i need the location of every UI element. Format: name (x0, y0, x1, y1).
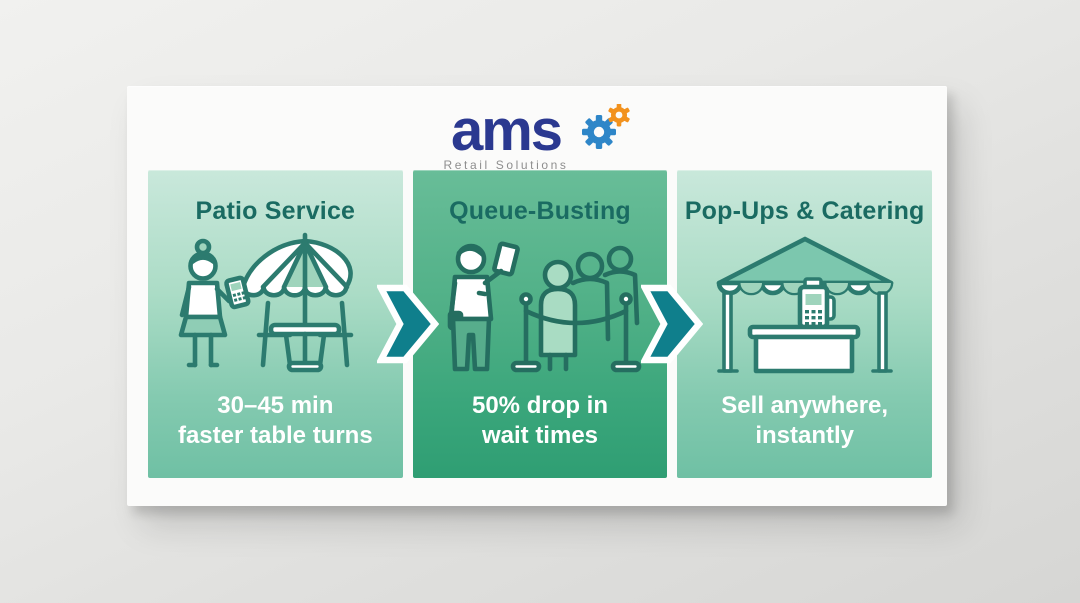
chevron-right-arrow-icon (377, 284, 439, 364)
popup-tent-pos-terminal-icon (716, 236, 893, 374)
chevron-right-arrow-icon (641, 284, 703, 364)
panel-patio-service: Patio Service (148, 170, 403, 478)
panel-queue-busting: Queue-Busting (412, 170, 668, 478)
panel-caption: Sell anywhere, instantly (721, 391, 888, 452)
queue-line-staff-tablet-icon (447, 241, 642, 373)
brand-wordmark: ams (450, 98, 563, 163)
gears-icon (582, 104, 631, 149)
caption-line: Sell anywhere, (721, 391, 889, 419)
logo: ams Retail Solutions (127, 94, 947, 172)
caption-line: instantly (755, 422, 855, 450)
brand-tagline: Retail Solutions (443, 158, 569, 173)
gear-icon (608, 104, 631, 127)
process-panels: Patio Service (148, 170, 933, 478)
panel-caption: 50% drop in wait times (472, 391, 608, 452)
panel-title: Queue-Busting (449, 197, 631, 225)
caption-line: wait times (481, 422, 599, 450)
caption-line: 50% drop in (471, 391, 609, 419)
panel-title: Pop-Ups & Catering (684, 197, 925, 225)
panel-title: Patio Service (195, 197, 356, 225)
infographic-poster: ams Retail Solutions (127, 86, 947, 506)
panel-caption: 30–45 min faster table turns (178, 391, 373, 452)
caption-line: 30–45 min (217, 391, 334, 419)
caption-line: faster table turns (177, 422, 373, 450)
patio-umbrella-table-server-icon (179, 232, 354, 373)
gear-icon (582, 115, 617, 149)
panel-popups-catering: Pop-Ups & Catering (677, 170, 933, 478)
